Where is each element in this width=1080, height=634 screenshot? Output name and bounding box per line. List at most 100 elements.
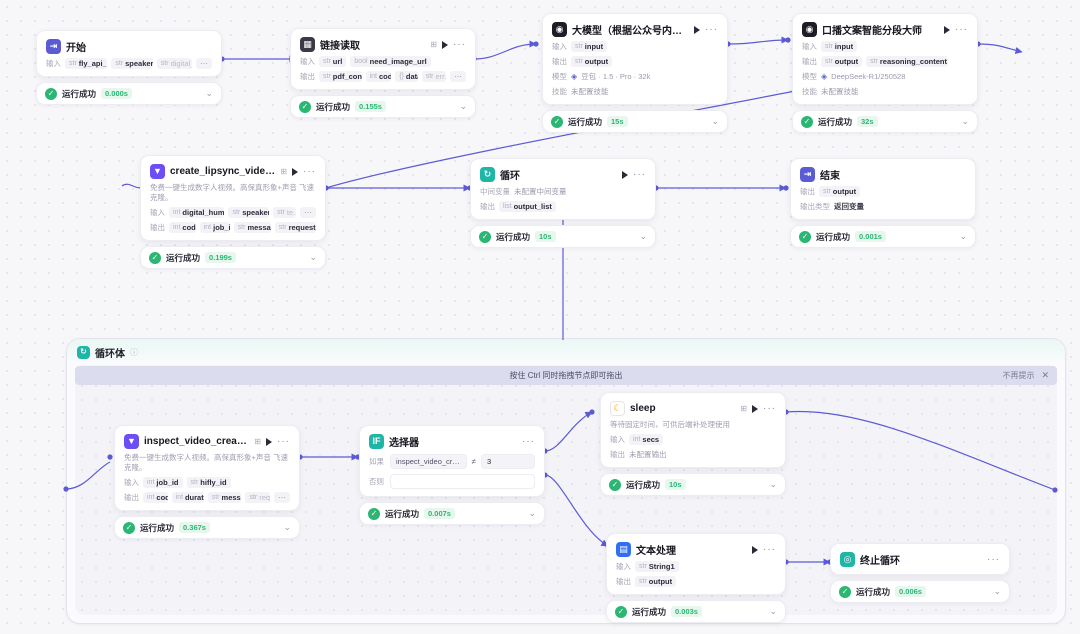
chevron-down-icon[interactable]: ⌄ bbox=[961, 116, 969, 126]
chevron-down-icon[interactable]: ⌄ bbox=[769, 479, 777, 490]
node-llm-video[interactable]: ◉大模型（根据公众号内容生成视…···输入strinput输出stroutput… bbox=[542, 13, 728, 133]
node-menu-button[interactable]: ··· bbox=[522, 435, 535, 447]
io-chip[interactable]: intcode bbox=[365, 71, 392, 82]
chevron-down-icon[interactable]: ⌄ bbox=[528, 508, 536, 518]
node-start[interactable]: ⇥开始输入strfly_api_keystrspeaker_idstrdigit… bbox=[36, 30, 222, 105]
close-icon[interactable]: ✕ bbox=[1041, 370, 1049, 380]
io-more-button[interactable]: ··· bbox=[196, 58, 212, 69]
chevron-down-icon[interactable]: ⌄ bbox=[769, 606, 777, 616]
node-menu-button[interactable]: ··· bbox=[303, 165, 316, 177]
node-card[interactable]: ⇥开始输入strfly_api_keystrspeaker_idstrdigit… bbox=[36, 30, 222, 77]
run-node-button[interactable] bbox=[292, 167, 298, 176]
chevron-down-icon[interactable]: ⌄ bbox=[993, 586, 1001, 596]
run-node-button[interactable] bbox=[694, 25, 700, 34]
node-menu-button[interactable]: ··· bbox=[277, 435, 290, 447]
io-chip[interactable]: {}data bbox=[395, 71, 418, 82]
hint-dismiss-button[interactable]: 不再提示 bbox=[1002, 371, 1035, 380]
run-node-button[interactable] bbox=[752, 545, 758, 554]
node-card[interactable]: ▼create_lipsync_video2⊞···免费一键生成数字人视频。高保… bbox=[140, 155, 326, 242]
node-menu-button[interactable]: ··· bbox=[763, 543, 776, 555]
run-node-button[interactable] bbox=[944, 25, 950, 34]
io-chip[interactable]: intcode bbox=[169, 222, 196, 234]
run-node-button[interactable] bbox=[622, 170, 628, 179]
node-inspect-video[interactable]: ▼inspect_video_creation_sta…⊞···免费一键生成数字… bbox=[114, 425, 300, 540]
io-more-button[interactable]: ··· bbox=[300, 207, 316, 219]
chevron-down-icon[interactable]: ⌄ bbox=[309, 252, 317, 263]
chevron-down-icon[interactable]: ⌄ bbox=[711, 116, 719, 126]
info-icon[interactable]: ⓘ bbox=[130, 347, 138, 357]
chevron-down-icon[interactable]: ⌄ bbox=[639, 231, 647, 241]
node-menu-button[interactable]: ··· bbox=[763, 402, 776, 414]
node-menu-button[interactable]: ··· bbox=[705, 23, 718, 35]
node-card[interactable]: ▼inspect_video_creation_sta…⊞···免费一键生成数字… bbox=[114, 425, 300, 512]
chevron-down-icon[interactable]: ⌄ bbox=[959, 231, 967, 241]
io-chip[interactable]: strmessage bbox=[233, 222, 271, 234]
condition-value-input[interactable]: 3 bbox=[481, 454, 535, 469]
condition-variable-input[interactable]: inspect_video_cr… bbox=[390, 454, 467, 469]
io-more-button[interactable]: ··· bbox=[274, 492, 290, 504]
node-menu-button[interactable]: ··· bbox=[955, 23, 968, 35]
condition-else-input[interactable] bbox=[390, 474, 535, 489]
io-chip[interactable]: strdigital_... bbox=[156, 58, 192, 69]
run-node-button[interactable] bbox=[442, 40, 448, 49]
io-chip[interactable]: intduration bbox=[171, 492, 204, 504]
io-chip[interactable]: intcode bbox=[143, 492, 168, 504]
node-card[interactable]: ◎终止循环··· bbox=[830, 543, 1010, 575]
chevron-down-icon[interactable]: ⌄ bbox=[283, 522, 291, 533]
condition-operator[interactable]: ≠ bbox=[471, 457, 476, 466]
node-create-lipsync[interactable]: ▼create_lipsync_video2⊞···免费一键生成数字人视频。高保… bbox=[140, 155, 326, 270]
node-menu-button[interactable]: ··· bbox=[453, 38, 466, 50]
chevron-down-icon[interactable]: ⌄ bbox=[459, 101, 467, 111]
run-node-button[interactable] bbox=[752, 404, 758, 413]
io-more-button[interactable]: ··· bbox=[450, 71, 466, 82]
